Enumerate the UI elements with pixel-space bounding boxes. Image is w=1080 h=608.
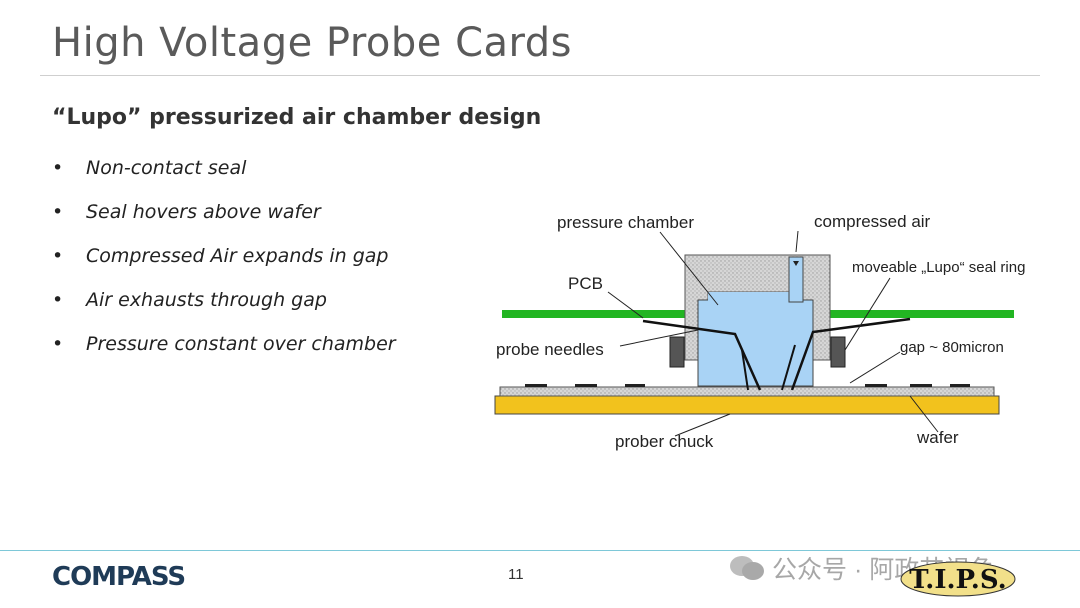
bullet-dot: • [52, 201, 64, 223]
label-pressure-chamber: pressure chamber [557, 213, 694, 232]
bullet-text: Air exhausts through gap [86, 289, 327, 311]
pressure-chamber [697, 299, 814, 387]
tips-logo-text: T.I.P.S. [909, 565, 1006, 595]
bullet-item: • Pressure constant over chamber [50, 326, 396, 370]
slide-subtitle: “Lupo” pressurized air chamber design [52, 105, 542, 130]
bullet-item: • Seal hovers above wafer [50, 194, 396, 238]
bullet-text: Non-contact seal [86, 157, 247, 179]
bullet-item: • Non-contact seal [50, 150, 396, 194]
air-inlet [788, 256, 804, 303]
label-seal-ring: moveable „Lupo“ seal ring [852, 259, 1025, 276]
bullet-text: Seal hovers above wafer [86, 201, 321, 223]
bullet-item: • Compressed Air expands in gap [50, 238, 396, 282]
probe-needle-right [790, 317, 911, 391]
chamber-top [708, 292, 803, 302]
wechat-icon [730, 556, 764, 580]
bullet-dot: • [52, 245, 64, 267]
label-prober-chuck: prober chuck [615, 432, 714, 451]
bullet-text: Compressed Air expands in gap [86, 245, 389, 267]
slide-title: High Voltage Probe Cards [52, 20, 572, 66]
seal-ring-right [830, 336, 846, 368]
probe-needle-inner [741, 344, 796, 391]
bullet-dot: • [52, 333, 64, 355]
label-pcb: PCB [568, 274, 603, 293]
title-divider [40, 75, 1040, 76]
probe-card-diagram: pressure chamber compressed air PCB move… [494, 212, 1025, 451]
compass-logo: COMPASS [52, 562, 186, 592]
wafer-pads [525, 384, 970, 387]
tips-logo: T.I.P.S. [900, 561, 1016, 597]
footer-divider [0, 550, 1080, 551]
prober-chuck [494, 395, 1000, 415]
label-gap: gap ~ 80micron [900, 339, 1004, 356]
bullet-text: Pressure constant over chamber [86, 333, 396, 355]
label-probe-needles: probe needles [496, 340, 604, 359]
seal-ring-left [669, 336, 685, 368]
label-wafer: wafer [916, 428, 959, 447]
bullet-list: • Non-contact seal • Seal hovers above waf… [50, 150, 396, 370]
probe-needle-left [642, 319, 762, 391]
bullet-dot: • [52, 157, 64, 179]
page-number: 11 [508, 566, 524, 583]
air-arrow [793, 261, 799, 266]
bullet-dot: • [52, 289, 64, 311]
leader-lines [607, 230, 939, 437]
label-compressed-air: compressed air [814, 212, 931, 231]
bullet-item: • Air exhausts through gap [50, 282, 396, 326]
